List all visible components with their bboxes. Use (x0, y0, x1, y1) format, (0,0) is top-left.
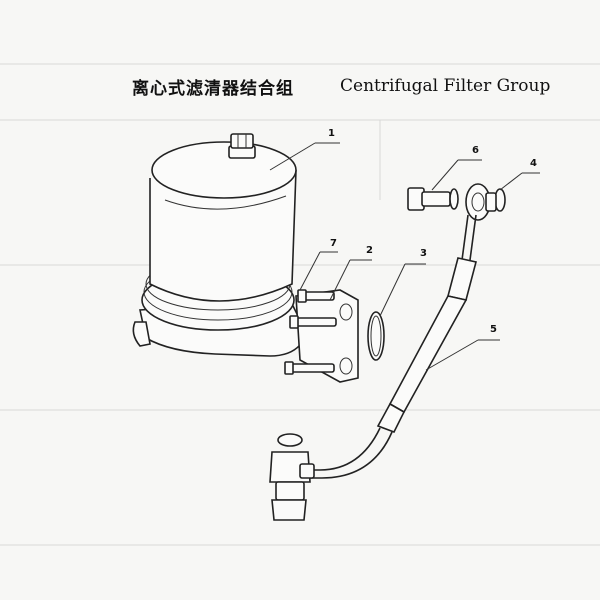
callout-2: 2 (366, 245, 373, 256)
flexible-oil-hose (300, 214, 477, 479)
callout-1: 1 (328, 128, 335, 139)
callout-6: 6 (472, 145, 479, 156)
banjo-bolt-assembly (407, 187, 459, 211)
hose-banjo-fitting (465, 183, 497, 221)
centrifugal-filter-canister (132, 133, 359, 383)
title-chinese: 离心式滤清器结合组 (132, 79, 294, 99)
callout-3: 3 (420, 248, 427, 259)
leader-lines (269, 142, 540, 371)
callout-7: 7 (330, 238, 337, 249)
o-ring-inner (370, 315, 382, 357)
callout-4: 4 (530, 158, 537, 169)
background-scan-lines (0, 63, 600, 546)
callout-5: 5 (490, 324, 497, 335)
lower-elbow-fitting (269, 433, 315, 521)
o-ring-seal (367, 311, 385, 361)
title-english: Centrifugal Filter Group (340, 76, 551, 96)
